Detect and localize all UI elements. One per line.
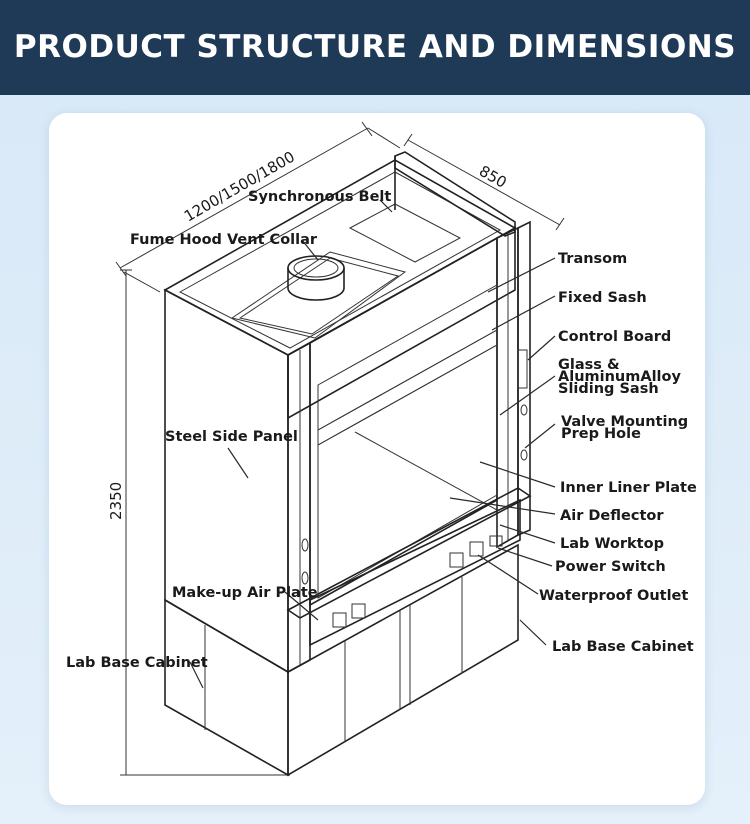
label-base-cabinet-left: Lab Base Cabinet	[66, 655, 208, 671]
label-makeup-air: Make-up Air Plate	[172, 585, 318, 601]
label-side-panel: Steel Side Panel	[165, 429, 298, 445]
label-valve-hole-line1: Valve Mounting	[561, 414, 688, 430]
label-vent-collar: Fume Hood Vent Collar	[130, 232, 318, 248]
label-sliding-sash-line2: AluminumAlloy	[558, 369, 681, 385]
label-air-deflector: Air Deflector	[560, 508, 664, 524]
label-valve-hole-line2: Prep Hole	[561, 426, 641, 442]
diagram-card	[49, 113, 705, 805]
label-sliding-sash-line1: Glass &	[558, 357, 620, 373]
label-inner-liner: Inner Liner Plate	[560, 480, 697, 496]
label-worktop: Lab Worktop	[560, 536, 664, 552]
page-title: PRODUCT STRUCTURE AND DIMENSIONS	[13, 28, 737, 65]
label-fixed-sash: Fixed Sash	[558, 290, 647, 306]
label-power-switch: Power Switch	[555, 559, 666, 575]
width-dimension: 1200/1500/1800	[181, 148, 298, 226]
label-waterproof-outlet: Waterproof Outlet	[539, 588, 688, 604]
label-control-board: Control Board	[558, 329, 671, 345]
header-banner: PRODUCT STRUCTURE AND DIMENSIONS	[0, 0, 750, 95]
label-sliding-sash-line3: Sliding Sash	[558, 381, 659, 397]
label-transom: Transom	[558, 251, 627, 267]
height-dimension: 2350	[107, 482, 125, 520]
label-synchronous-belt: Synchronous Belt	[248, 189, 391, 205]
label-base-cabinet-right: Lab Base Cabinet	[552, 639, 694, 655]
dimension-lines	[115, 121, 565, 776]
fume-hood-body	[163, 151, 532, 777]
leader-lines	[189, 199, 556, 689]
